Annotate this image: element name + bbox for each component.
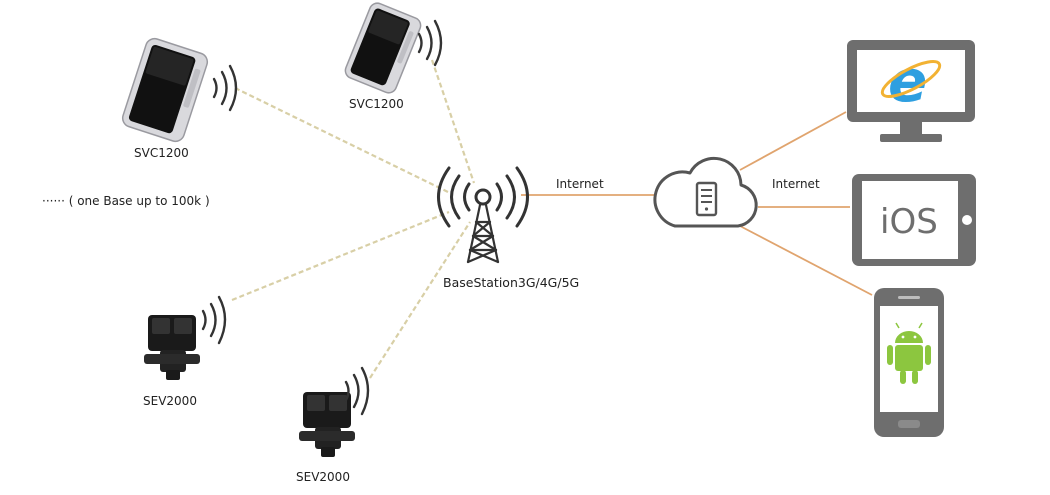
signal-icon: [344, 366, 370, 416]
signal-icon: [212, 64, 238, 112]
link-sev-left: [231, 210, 450, 302]
base-station-tower-icon: [437, 166, 529, 264]
svc1200-device-left: SVC1200: [121, 37, 238, 160]
svc1200-device-top: SVC1200: [344, 2, 443, 111]
svc1200-label-top: SVC1200: [349, 97, 404, 111]
signal-icon: [201, 295, 227, 345]
sev2000-label-bottom: SEV2000: [296, 470, 350, 484]
android-robot-icon: [887, 322, 931, 384]
sev2000-device-left: SEV2000: [143, 295, 227, 408]
internet-label-right: Internet: [772, 177, 820, 191]
link-sev-bottom: [369, 221, 471, 379]
radio-links: [231, 59, 476, 379]
link-cloud-desktop: [739, 111, 847, 171]
cloud-server-icon: [653, 156, 758, 228]
sev2000-label-left: SEV2000: [143, 394, 197, 408]
link-cloud-phone: [739, 225, 873, 296]
link-svc-left: [234, 87, 449, 193]
svg-text:e: e: [888, 47, 927, 115]
base-station-label: BaseStation3G/4G/5G: [443, 275, 579, 290]
svc1200-label-left: SVC1200: [134, 146, 189, 160]
link-svc-top: [430, 59, 476, 184]
signal-icon: [417, 19, 443, 67]
android-phone-icon: [874, 288, 944, 437]
browser-e-icon: e: [880, 47, 942, 115]
internet-label-left: Internet: [556, 177, 604, 191]
internet-links: [521, 111, 873, 296]
ios-tablet-icon: iOS: [852, 174, 976, 266]
ios-text: iOS: [880, 202, 938, 242]
desktop-monitor-icon: e: [847, 40, 975, 142]
sev2000-device-bottom: SEV2000: [296, 366, 370, 484]
capacity-note: ······ ( one Base up to 100k ): [42, 194, 210, 208]
